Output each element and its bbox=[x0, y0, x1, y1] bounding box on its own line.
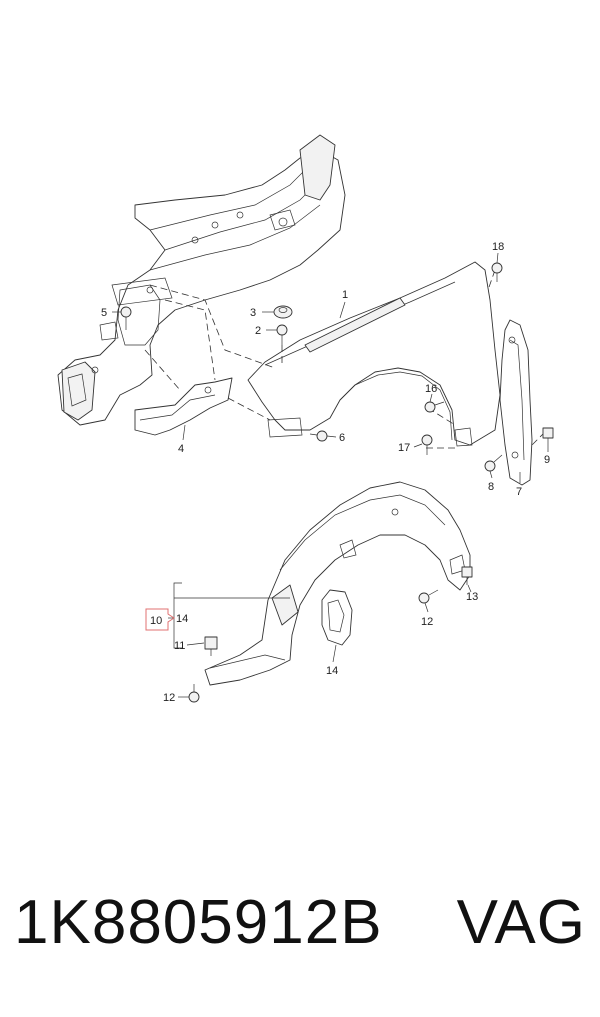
callout-1: 1 bbox=[342, 289, 348, 301]
body-structure bbox=[57, 134, 346, 426]
bracket-part-4 bbox=[134, 377, 233, 436]
screw-part-16-icon bbox=[424, 401, 445, 413]
part-number: 1K8805912B bbox=[14, 888, 383, 957]
callout-5: 5 bbox=[101, 307, 107, 319]
screw-part-6-icon bbox=[309, 430, 328, 442]
callout-18: 18 bbox=[492, 241, 504, 253]
screw-part-18-icon bbox=[491, 262, 503, 282]
fender-part-1 bbox=[247, 261, 501, 447]
screw-part-17-icon bbox=[421, 434, 433, 455]
seal-strip-part-7 bbox=[499, 319, 533, 486]
callout-2: 2 bbox=[255, 325, 261, 337]
wheel-housing-liner-part-10 bbox=[204, 481, 471, 686]
callout-labels: 1 2 3 4 5 6 7 8 9 10 11 12 12 13 14 14 1… bbox=[101, 241, 550, 704]
highlight-part-10 bbox=[145, 608, 175, 631]
callout-17: 17 bbox=[398, 442, 410, 454]
callout-14-left: 14 bbox=[176, 613, 188, 625]
callout-4: 4 bbox=[178, 443, 184, 455]
callout-12-lower: 12 bbox=[163, 692, 175, 704]
callout-13: 13 bbox=[466, 591, 478, 603]
callout-8: 8 bbox=[488, 481, 494, 493]
screw-part-2-icon bbox=[276, 324, 288, 345]
callout-10: 10 bbox=[150, 615, 162, 627]
screw-part-12-lower-icon bbox=[188, 684, 200, 703]
callout-14-right: 14 bbox=[326, 665, 338, 677]
leader-lines bbox=[112, 252, 549, 698]
fasteners bbox=[120, 262, 554, 703]
callout-12-upper: 12 bbox=[421, 616, 433, 628]
brand-name: VAG bbox=[456, 888, 586, 957]
callout-7: 7 bbox=[516, 486, 522, 498]
grommet-part-3-icon bbox=[273, 305, 293, 319]
screw-part-8-icon bbox=[484, 454, 503, 472]
callout-3: 3 bbox=[250, 307, 256, 319]
callout-16: 16 bbox=[425, 383, 437, 395]
callout-9: 9 bbox=[544, 454, 550, 466]
callout-6: 6 bbox=[339, 432, 345, 444]
parts-exploded-diagram: 1 2 3 4 5 6 7 8 9 10 11 12 12 13 14 14 1… bbox=[57, 134, 554, 704]
screw-part-12-upper-icon bbox=[418, 589, 439, 604]
clip-part-11-icon bbox=[204, 636, 218, 656]
clip-part-13-icon bbox=[461, 566, 473, 585]
clip-part-9-icon bbox=[542, 427, 554, 446]
callout-11: 11 bbox=[174, 640, 185, 652]
cover-part-14 bbox=[321, 589, 353, 646]
